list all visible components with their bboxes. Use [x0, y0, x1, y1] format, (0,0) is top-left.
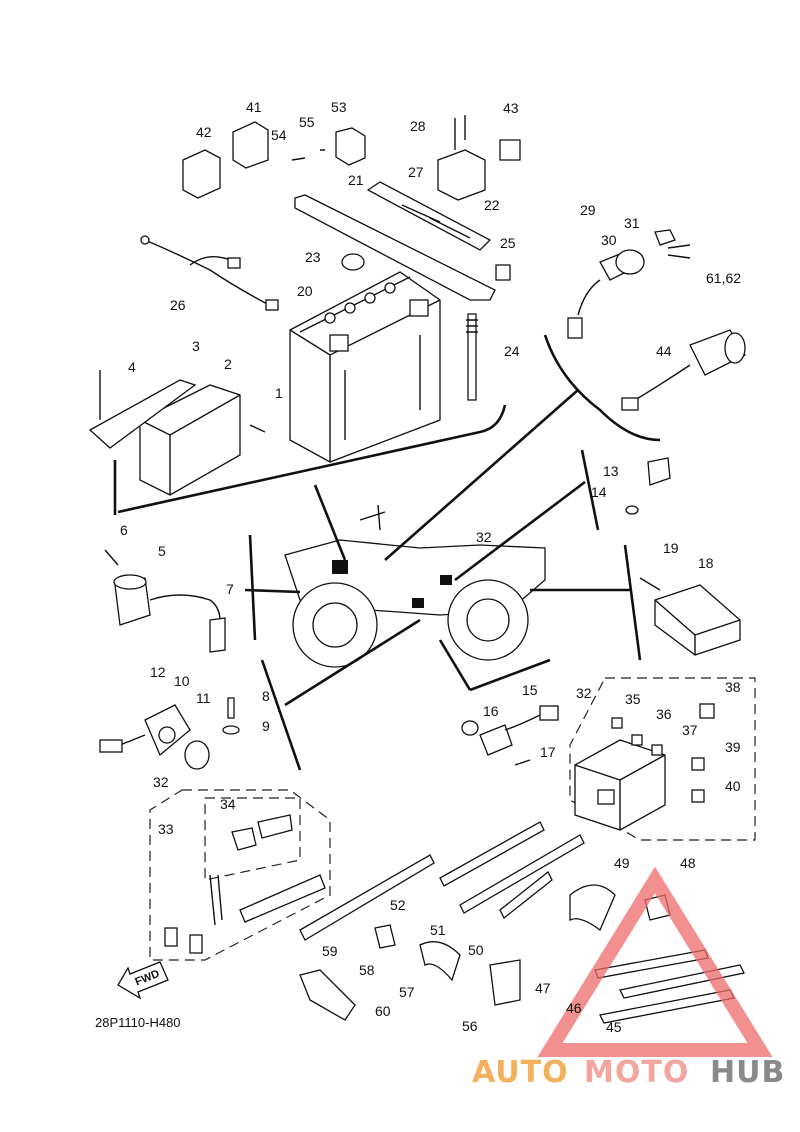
harness-26-drawing: [140, 235, 279, 311]
part-callout-55: 55: [299, 114, 315, 130]
part-callout-45: 45: [606, 1019, 622, 1035]
part-callout-31: 31: [624, 215, 640, 231]
part-callout-21: 21: [348, 172, 364, 188]
sensor-15-drawing: [461, 705, 559, 766]
part-callout-36: 36: [656, 706, 672, 722]
part-callout-6: 6: [120, 522, 128, 538]
part-callout-46: 46: [566, 1000, 582, 1016]
part-callout-56: 56: [462, 1018, 478, 1034]
part-callout-5: 5: [158, 543, 166, 559]
power-socket-drawing: [621, 329, 746, 411]
part-callout-54: 54: [271, 127, 287, 143]
part-callout-22: 22: [484, 197, 500, 213]
section-leader-lines: [244, 389, 642, 771]
part-callout-7: 7: [226, 581, 234, 597]
part-callout-29: 29: [580, 202, 596, 218]
sensor-13-drawing: [625, 457, 671, 515]
part-callout-47: 47: [535, 980, 551, 996]
part-callout-9: 9: [262, 718, 270, 734]
part-callout-42: 42: [196, 124, 212, 140]
part-callout-53: 53: [331, 99, 347, 115]
part-callout-17: 17: [540, 744, 556, 760]
watermark-auto: AUTO: [472, 1055, 569, 1090]
part-callout-20: 20: [297, 283, 313, 299]
part-callout-58: 58: [359, 962, 375, 978]
part-callout-24: 24: [504, 343, 520, 359]
part-callout-61-62: 61,62: [706, 270, 741, 286]
part-callout-48: 48: [680, 855, 696, 871]
part-callout-19: 19: [663, 540, 679, 556]
part-callout-30: 30: [601, 232, 617, 248]
part-callout-23: 23: [305, 249, 321, 265]
part-callout-25: 25: [500, 235, 516, 251]
top-group-outline: [113, 334, 661, 515]
watermark-hub: HUB: [710, 1055, 785, 1090]
part-callout-32: 32: [576, 685, 592, 701]
forward-arrow: FWD: [117, 961, 169, 1000]
drawing-code: 28P1110-H480: [95, 1015, 181, 1030]
main-switch-drawing: [567, 229, 691, 339]
cable-ties-drawing: [299, 821, 745, 1024]
part-callout-10: 10: [174, 673, 190, 689]
part-callout-37: 37: [682, 722, 698, 738]
part-callout-18: 18: [698, 555, 714, 571]
part-callout-50: 50: [468, 942, 484, 958]
part-callout-13: 13: [603, 463, 619, 479]
part-callout-27: 27: [408, 164, 424, 180]
ecu-drawing: [88, 370, 266, 496]
part-callout-57: 57: [399, 984, 415, 1000]
battery-bracket-drawing: [294, 181, 496, 401]
part-callout-12: 12: [150, 664, 166, 680]
sensor-10-drawing: [99, 697, 240, 770]
part-callout-1: 1: [275, 385, 283, 401]
part-callout-8: 8: [262, 688, 270, 704]
part-callout-40: 40: [725, 778, 741, 794]
rectifier-regulator-drawing: [639, 577, 741, 656]
part-callout-41: 41: [246, 99, 262, 115]
ignition-coil-drawing: [104, 549, 226, 653]
part-callout-3: 3: [192, 338, 200, 354]
part-callout-39: 39: [725, 739, 741, 755]
part-callout-14: 14: [591, 484, 607, 500]
part-callout-51: 51: [430, 922, 446, 938]
part-callouts: 1234567891011121314151617181920212223242…: [120, 99, 741, 1035]
fuse-box-group-right: [569, 677, 756, 841]
fuse-box-group-left: [149, 789, 331, 961]
part-callout-60: 60: [375, 1003, 391, 1019]
part-callout-35: 35: [625, 691, 641, 707]
part-callout-49: 49: [614, 855, 630, 871]
part-callout-43: 43: [503, 100, 519, 116]
atv-drawing: [284, 504, 546, 668]
watermark-logo: [537, 866, 773, 1057]
part-callout-15: 15: [522, 682, 538, 698]
part-callout-32: 32: [476, 529, 492, 545]
part-callout-4: 4: [128, 359, 136, 375]
part-callout-26: 26: [170, 297, 186, 313]
part-callout-44: 44: [656, 343, 672, 359]
part-callout-11: 11: [196, 690, 211, 706]
part-callout-33: 33: [158, 821, 174, 837]
part-callout-59: 59: [322, 943, 338, 959]
relay-drawings: [182, 115, 521, 281]
part-callout-38: 38: [725, 679, 741, 695]
part-callout-34: 34: [220, 796, 236, 812]
part-callout-16: 16: [483, 703, 499, 719]
part-callout-2: 2: [224, 356, 232, 372]
part-callout-32: 32: [153, 774, 169, 790]
part-callout-52: 52: [390, 897, 406, 913]
watermark-moto: MOTO: [584, 1055, 689, 1090]
part-callout-28: 28: [410, 118, 426, 134]
battery-drawing: [289, 271, 441, 463]
watermark-text: AUTO MOTO HUB: [472, 1055, 785, 1090]
